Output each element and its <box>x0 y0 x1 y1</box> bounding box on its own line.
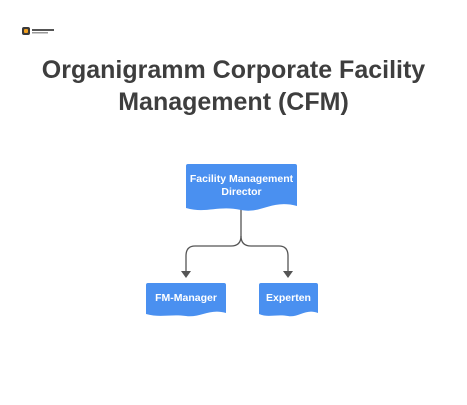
node-experten[interactable] <box>259 283 318 317</box>
company-logo <box>22 25 56 37</box>
arrowhead-fm-manager <box>181 271 191 278</box>
connector-to-fm-manager <box>185 235 242 272</box>
page-title-line-1: Organigramm Corporate Facility <box>41 56 426 84</box>
node-fm-manager-label: FM-Manager <box>155 292 217 304</box>
connector-to-experten <box>240 235 289 272</box>
node-fm-manager[interactable] <box>146 283 226 317</box>
node-director[interactable] <box>186 164 297 211</box>
node-experten-label: Experten <box>266 292 311 304</box>
node-director-label: Facility Management Director <box>189 173 294 198</box>
company-logo-icon <box>22 27 54 35</box>
page-title-line-2: Management (CFM) <box>118 88 349 116</box>
arrowhead-experten <box>283 271 293 278</box>
page-title: Organigramm Corporate Facility Managemen… <box>0 54 467 118</box>
